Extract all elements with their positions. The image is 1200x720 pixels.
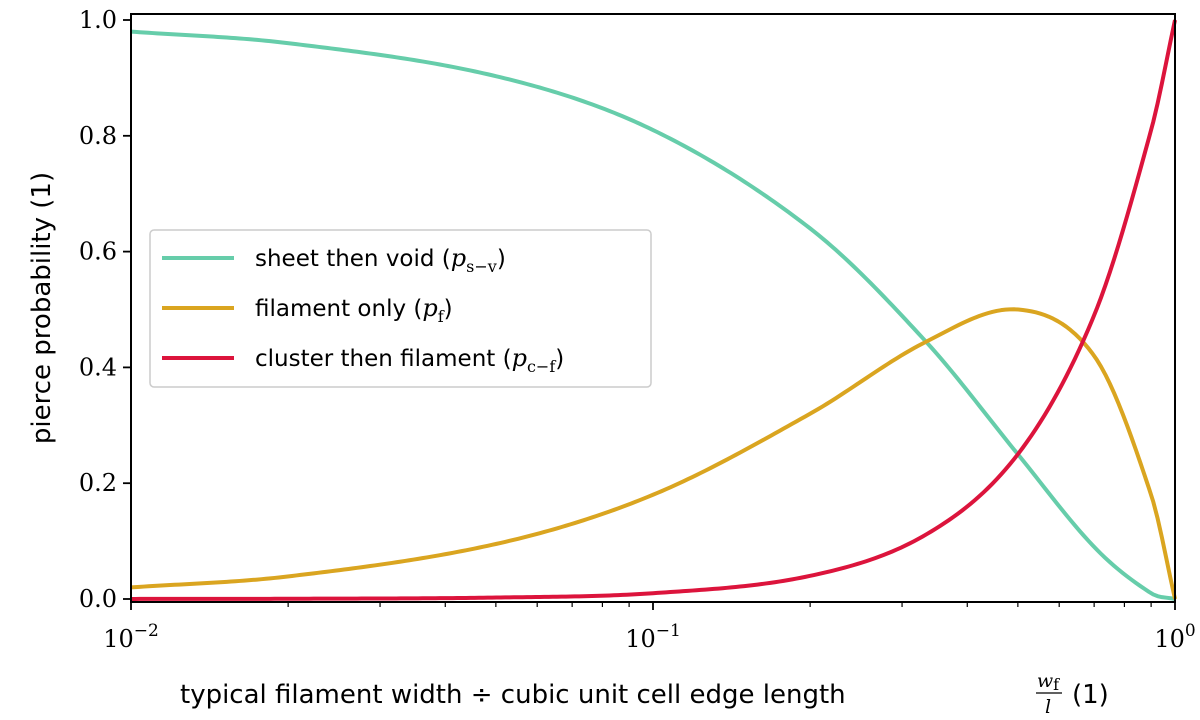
legend-entry-label: filament only (pf) — [255, 294, 453, 326]
series-line-1 — [130, 29, 1176, 601]
y-tick-label: 0.6 — [79, 238, 117, 266]
plot-curves — [130, 19, 1177, 601]
x-axis-ticks: 10−2 10−1 100 — [103, 602, 1196, 653]
y-tick-label: 1.0 — [79, 6, 117, 34]
x-axis-label: typical filament width ÷ cubic unit cell… — [180, 670, 1109, 718]
x-axis-label-fraction-num: wf — [1037, 670, 1060, 694]
x-tick-label: 10−1 — [625, 621, 681, 653]
x-axis-label-text: typical filament width ÷ cubic unit cell… — [180, 680, 846, 710]
legend-entry-label: cluster then filament (pc−f) — [255, 344, 564, 376]
y-tick-label: 0.8 — [79, 122, 117, 150]
y-tick-label: 0.2 — [79, 469, 117, 497]
y-axis-label: pierce probability (1) — [27, 172, 57, 444]
y-tick-label: 0.4 — [79, 353, 117, 381]
x-tick-label: 100 — [1154, 621, 1195, 653]
legend-entry-label: sheet then void (ps−v) — [255, 244, 506, 276]
legend: sheet then void (ps−v) filament only (pf)… — [149, 229, 652, 388]
legend-box — [149, 229, 652, 388]
x-axis-label-fraction-den: l — [1045, 696, 1051, 718]
y-tick-label: 0.0 — [79, 585, 117, 613]
x-axis-label-unit: (1) — [1072, 680, 1109, 710]
series-line-3 — [131, 19, 1177, 601]
series-line-2 — [130, 307, 1177, 600]
y-axis-ticks: 0.0 0.2 0.4 0.6 0.8 1.0 — [79, 6, 131, 613]
x-axis-label-fraction: wf l — [1036, 670, 1062, 718]
x-tick-label: 10−2 — [103, 621, 159, 653]
